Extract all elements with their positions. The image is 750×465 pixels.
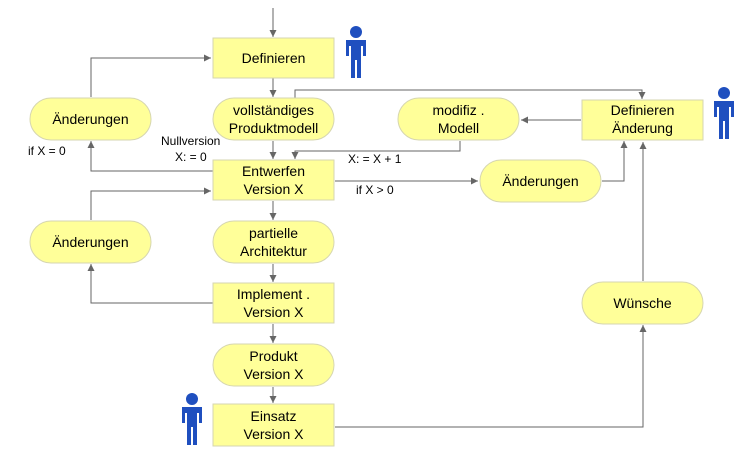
edge-implement-aenderungen2 [87,264,213,304]
node-einsatz-line-1: Einsatz [251,408,297,424]
edge-aenderungen1-definieren [90,54,211,97]
person-icon [346,26,366,78]
person-icon [714,87,734,139]
node-aenderungen-top-line-1: Änderungen [52,111,128,127]
node-implement: Implement . Version X [212,282,335,324]
node-produkt: Produkt Version X [212,343,335,387]
label-if-x-gt-0: if X > 0 [356,183,394,197]
label-x-increment: X: = X + 1 [348,152,402,166]
person-icon [182,393,202,445]
node-aenderungen-top: Änderungen [29,97,152,141]
node-produkt-line-1: Produkt [249,348,297,364]
node-definieren: Definieren [212,37,335,79]
node-entwerfen: Entwerfen Version X [212,159,335,201]
node-partielle-architektur-line-1: partielle [249,225,298,241]
node-wuensche-line-1: Wünsche [613,295,672,311]
node-entwerfen-line-1: Entwerfen [242,163,305,179]
node-wuensche: Wünsche [581,281,704,325]
node-einsatz-line-2: Version X [244,426,305,442]
node-modifiz-modell-line-2: Modell [438,120,479,136]
node-partielle-architektur: partielle Architektur [212,220,335,264]
label-nullversion: Nullversion [161,134,220,148]
node-definieren-line-1: Definieren [242,50,306,66]
node-aenderungen-middle: Änderungen [29,220,152,264]
node-produktmodell: vollständiges Produktmodell [212,97,335,141]
label-x-assign-0: X: = 0 [175,150,207,164]
label-if-x-0: if X = 0 [28,144,66,158]
node-produkt-line-2: Version X [244,366,305,382]
edge-entwerfen-aenderungen1 [87,141,213,172]
edge-aenderungen2-entwerfen [90,187,211,220]
node-produktmodell-line-2: Produktmodell [229,120,319,136]
node-einsatz: Einsatz Version X [212,403,335,447]
node-implement-line-2: Version X [244,304,305,320]
node-entwerfen-line-2: Version X [244,181,305,197]
node-modifiz-modell-line-1: modifiz . [432,102,484,118]
edge-modifiz-entwerfen [291,141,461,159]
node-produktmodell-line-1: vollständiges [233,102,314,118]
node-definieren-aenderung-line-1: Definieren [611,102,675,118]
node-aenderungen-right-line-1: Änderungen [502,173,578,189]
node-partielle-architektur-line-2: Architektur [240,243,307,259]
node-modifiz-modell: modifiz . Modell [397,97,520,141]
node-definieren-aenderung: Definieren Änderung [581,99,704,141]
node-aenderungen-right: Änderungen [479,159,602,203]
node-implement-line-1: Implement . [237,286,310,302]
edges [87,8,647,428]
node-definieren-aenderung-line-2: Änderung [612,120,673,136]
edge-einsatz-wuensche [335,325,647,428]
node-aenderungen-middle-line-1: Änderungen [52,234,128,250]
edge-aenderungen-right-definieren-aenderung [602,141,628,182]
edge-produktmodell-definieren-aenderung [294,89,646,101]
